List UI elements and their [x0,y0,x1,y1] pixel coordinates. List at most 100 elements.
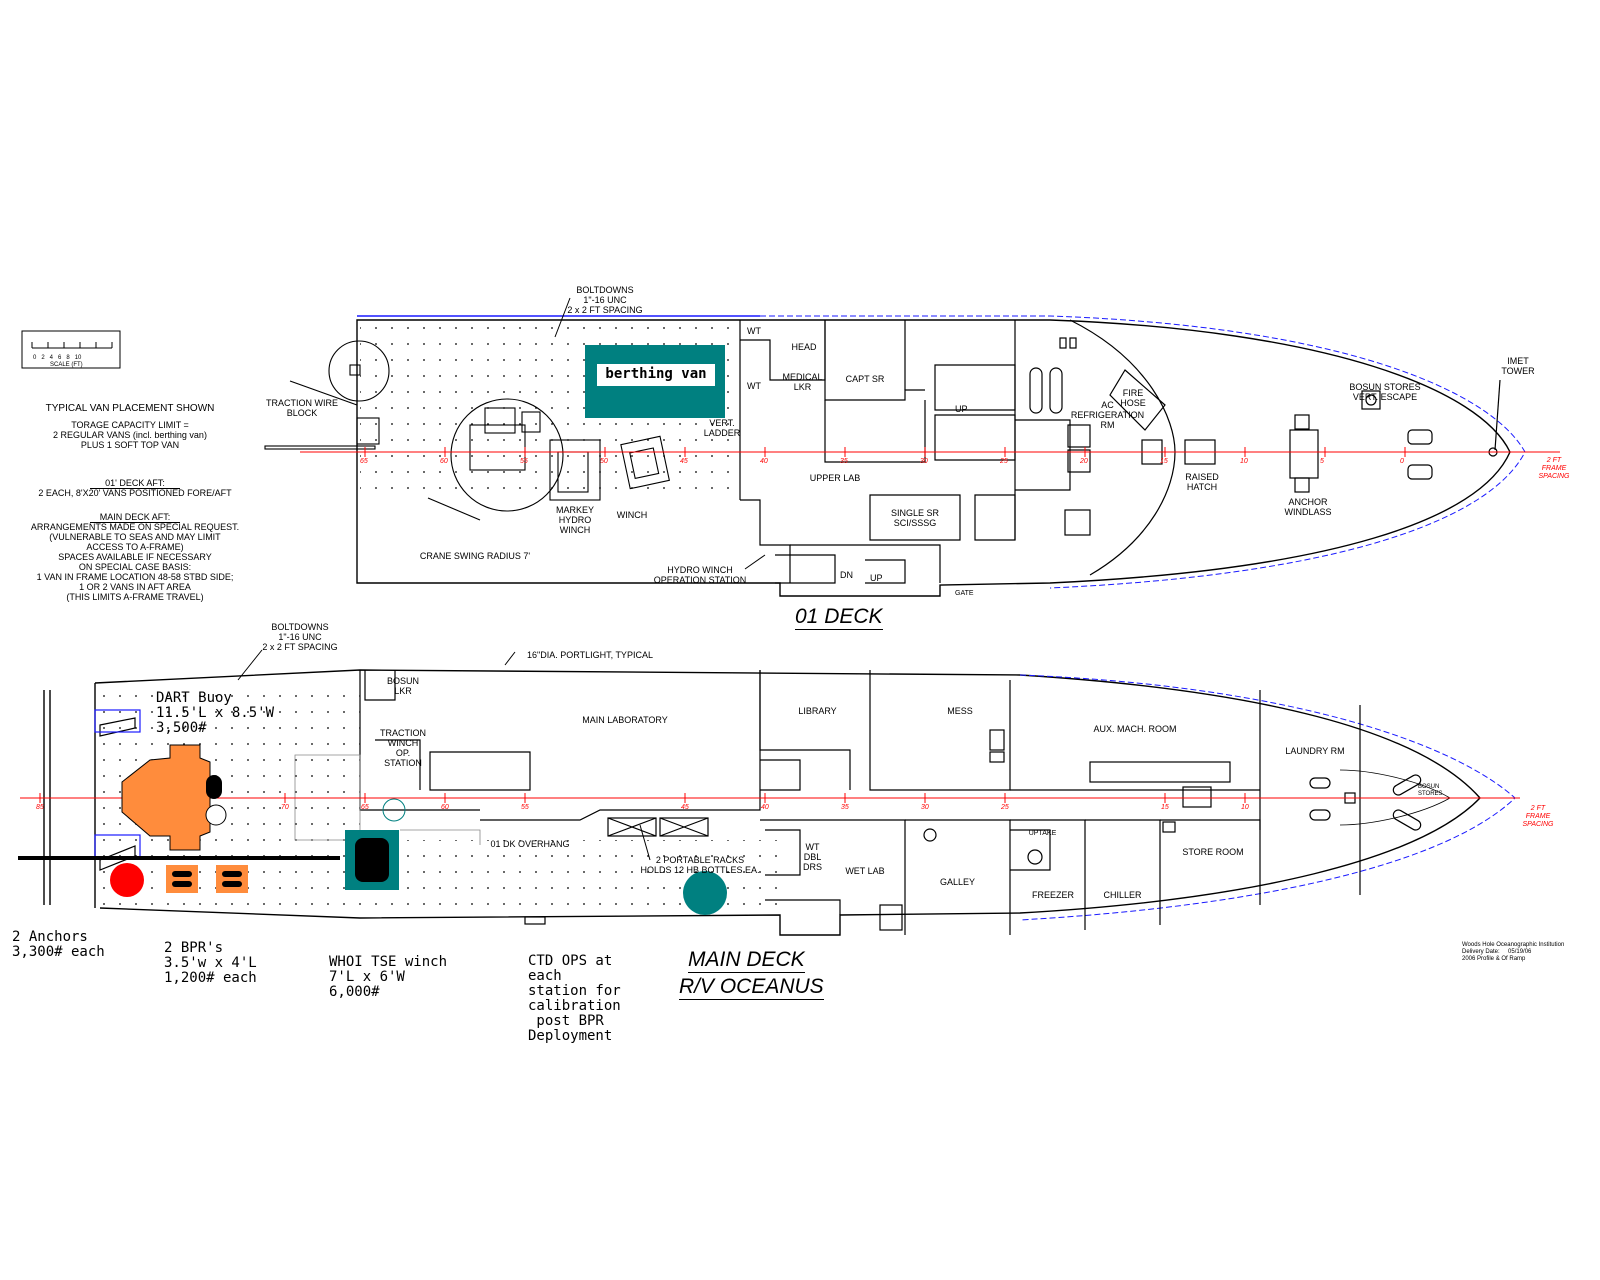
portlight-note: 16"DIA. PORTLIGHT, TYPICAL [527,650,653,660]
wt-dbl-drs: WT DBL DRS [802,842,822,872]
raised-hatch: RAISED HATCH [1185,472,1219,492]
leader-lines [237,297,766,861]
main-deck-frame: 65 [361,804,369,811]
main-deck-frame-spacing: 2 FT FRAME SPACING [1522,805,1554,828]
deck01-frame: 60 [440,458,448,465]
library: LIBRARY [798,706,837,716]
van-notes-main-text: ARRANGEMENTS MADE ON SPECIAL REQUEST. (V… [30,522,240,602]
capt-sr: CAPT SR [845,374,885,384]
store-room: STORE ROOM [1182,847,1244,857]
freezer: FREEZER [1031,890,1074,900]
medical-lkr: MEDICAL LKR [782,372,823,392]
scale-bar [21,330,121,369]
laundry-rm: LAUNDRY RM [1285,746,1345,756]
hydro-winch-station: HYDRO WINCH OPERATION STATION [653,565,747,585]
van-notes-storage: TORAGE CAPACITY LIMIT = 2 REGULAR VANS (… [53,420,207,450]
dart-buoy-ring [205,804,227,826]
deck01-frame: 50 [600,458,608,465]
whoi-tse-winch-core [355,838,389,882]
mess: MESS [947,706,973,716]
dart-buoy-shape [121,744,211,851]
van-notes-heading: TYPICAL VAN PLACEMENT SHOWN [45,403,215,414]
main-deck-frame: 40 [761,804,769,811]
main-deck-frame-ticks [39,793,1246,803]
main-deck-frame: 30 [921,804,929,811]
deck01-frame-ticks [364,447,1406,457]
upper-lab: UPPER LAB [809,473,861,483]
deck01-up: UP [955,404,968,414]
dk-overhang: 01 DK OVERHANG [490,839,570,849]
winch-label: WINCH [616,510,648,520]
main-deck-frame: 10 [1241,804,1249,811]
van-notes-main-heading: MAIN DECK AFT: [90,512,180,523]
bprs-annotation: 2 BPR's 3.5'w x 4'L 1,200# each [164,940,257,986]
fire-hose: FIRE HOSE [1120,388,1146,408]
van-notes-aft-text: 2 EACH, 8'X20' VANS POSITIONED FORE/AFT [38,488,232,498]
traction-winch-station: TRACTION WINCH OP. STATION [380,728,426,768]
berthing-van-label-bg [597,364,715,386]
deck01-frame: 15 [1160,458,1168,465]
main-deck-frame: 45 [681,804,689,811]
main-deck-frame: 15 [1161,804,1169,811]
uptake: UPTAKE [1028,830,1057,837]
bpr-1 [166,865,198,893]
deck01-up-2: UP [870,573,883,583]
markey-hydro-winch: MARKEY HYDRO WINCH [555,505,594,535]
traction-wire-block: TRACTION WIRE BLOCK [266,398,338,418]
crane-swing-radius: CRANE SWING RADIUS 7' [419,551,531,561]
imet-tower: IMET TOWER [1501,356,1535,376]
deck01-dn: DN [840,570,853,580]
main-deck-frame: 85 [36,804,44,811]
berthing-van-label: berthing van [605,366,707,382]
deck01-wt-2: WT [747,381,761,391]
deck01-gate: GATE [955,590,974,597]
deck01-title: 01 DECK [795,605,883,630]
deck01-frame: 20 [1080,458,1088,465]
hatch-circle [382,798,406,822]
bpr-glyphs [172,871,242,887]
dart-buoy-dark [206,775,222,799]
dart-buoy-annotation: DART Buoy 11.5'L x 8.5'W 3,500# [156,690,275,736]
main-deck-frame: 35 [841,804,849,811]
deck01-frame: 40 [760,458,768,465]
galley: GALLEY [939,877,976,887]
deck01-frame: 45 [680,458,688,465]
vert-ladder: VERT. LADDER [703,418,741,438]
main-laboratory: MAIN LABORATORY [582,715,668,725]
aux-mach-room: AUX. MACH. ROOM [1093,724,1177,734]
head-label: HEAD [791,342,817,352]
deck01-crane-winches [264,340,670,521]
main-deck-frame: 55 [521,804,529,811]
title-block: Woods Hole Oceanographic Institution Del… [1462,942,1565,962]
main-deck-title: MAIN DECK [688,948,805,973]
main-deck-boltdowns: BOLTDOWNS 1"-16 UNC 2 x 2 FT SPACING [262,622,338,652]
deck01-frame: 30 [920,458,928,465]
bosun-lkr: BOSUN LKR [386,676,419,696]
scale-label: SCALE (FT) [50,362,83,368]
anchors-annotation: 2 Anchors 3,300# each [12,929,105,960]
whoi-winch-annotation: WHOI TSE winch 7'L x 6'W 6,000# [329,954,448,1000]
bosun-stores-escape: BOSUN STORES VERT. ESCAPE [1349,382,1421,402]
single-sr: SINGLE SR SCI/SSSG [890,508,939,528]
portable-racks: 2 PORTABLE RACKS HOLDS 12 HB BOTTLES EA. [640,855,760,875]
deck01-frame: 0 [1400,458,1404,465]
wet-lab: WET LAB [845,866,885,876]
van-notes-aft-heading: 01' DECK AFT: [90,478,180,489]
scale-ticks: 0 2 4 6 8 10 [33,355,82,361]
deck01-boltdowns: BOLTDOWNS 1"-16 UNC 2 x 2 FT SPACING [567,285,643,315]
deck01-frame: 65 [360,458,368,465]
deck01-frame: 25 [1000,458,1008,465]
deck01-wt-1: WT [747,326,761,336]
deck01-frame: 5 [1320,458,1324,465]
deck01-frame: 35 [840,458,848,465]
deck01-frame: 10 [1240,458,1248,465]
ac-refrigeration: AC REFRIGERATION RM [1070,400,1145,430]
main-deck-frame: 60 [441,804,449,811]
main-deck-frame: 25 [1001,804,1009,811]
chiller: CHILLER [1103,890,1142,900]
deck01-frame-spacing: 2 FT FRAME SPACING [1538,457,1570,480]
ctd-ops-annotation: CTD OPS at each station for calibration … [528,953,621,1044]
ctd-ops-marker [683,871,727,915]
bosun-stores: BOSUN STORES [1418,784,1443,797]
